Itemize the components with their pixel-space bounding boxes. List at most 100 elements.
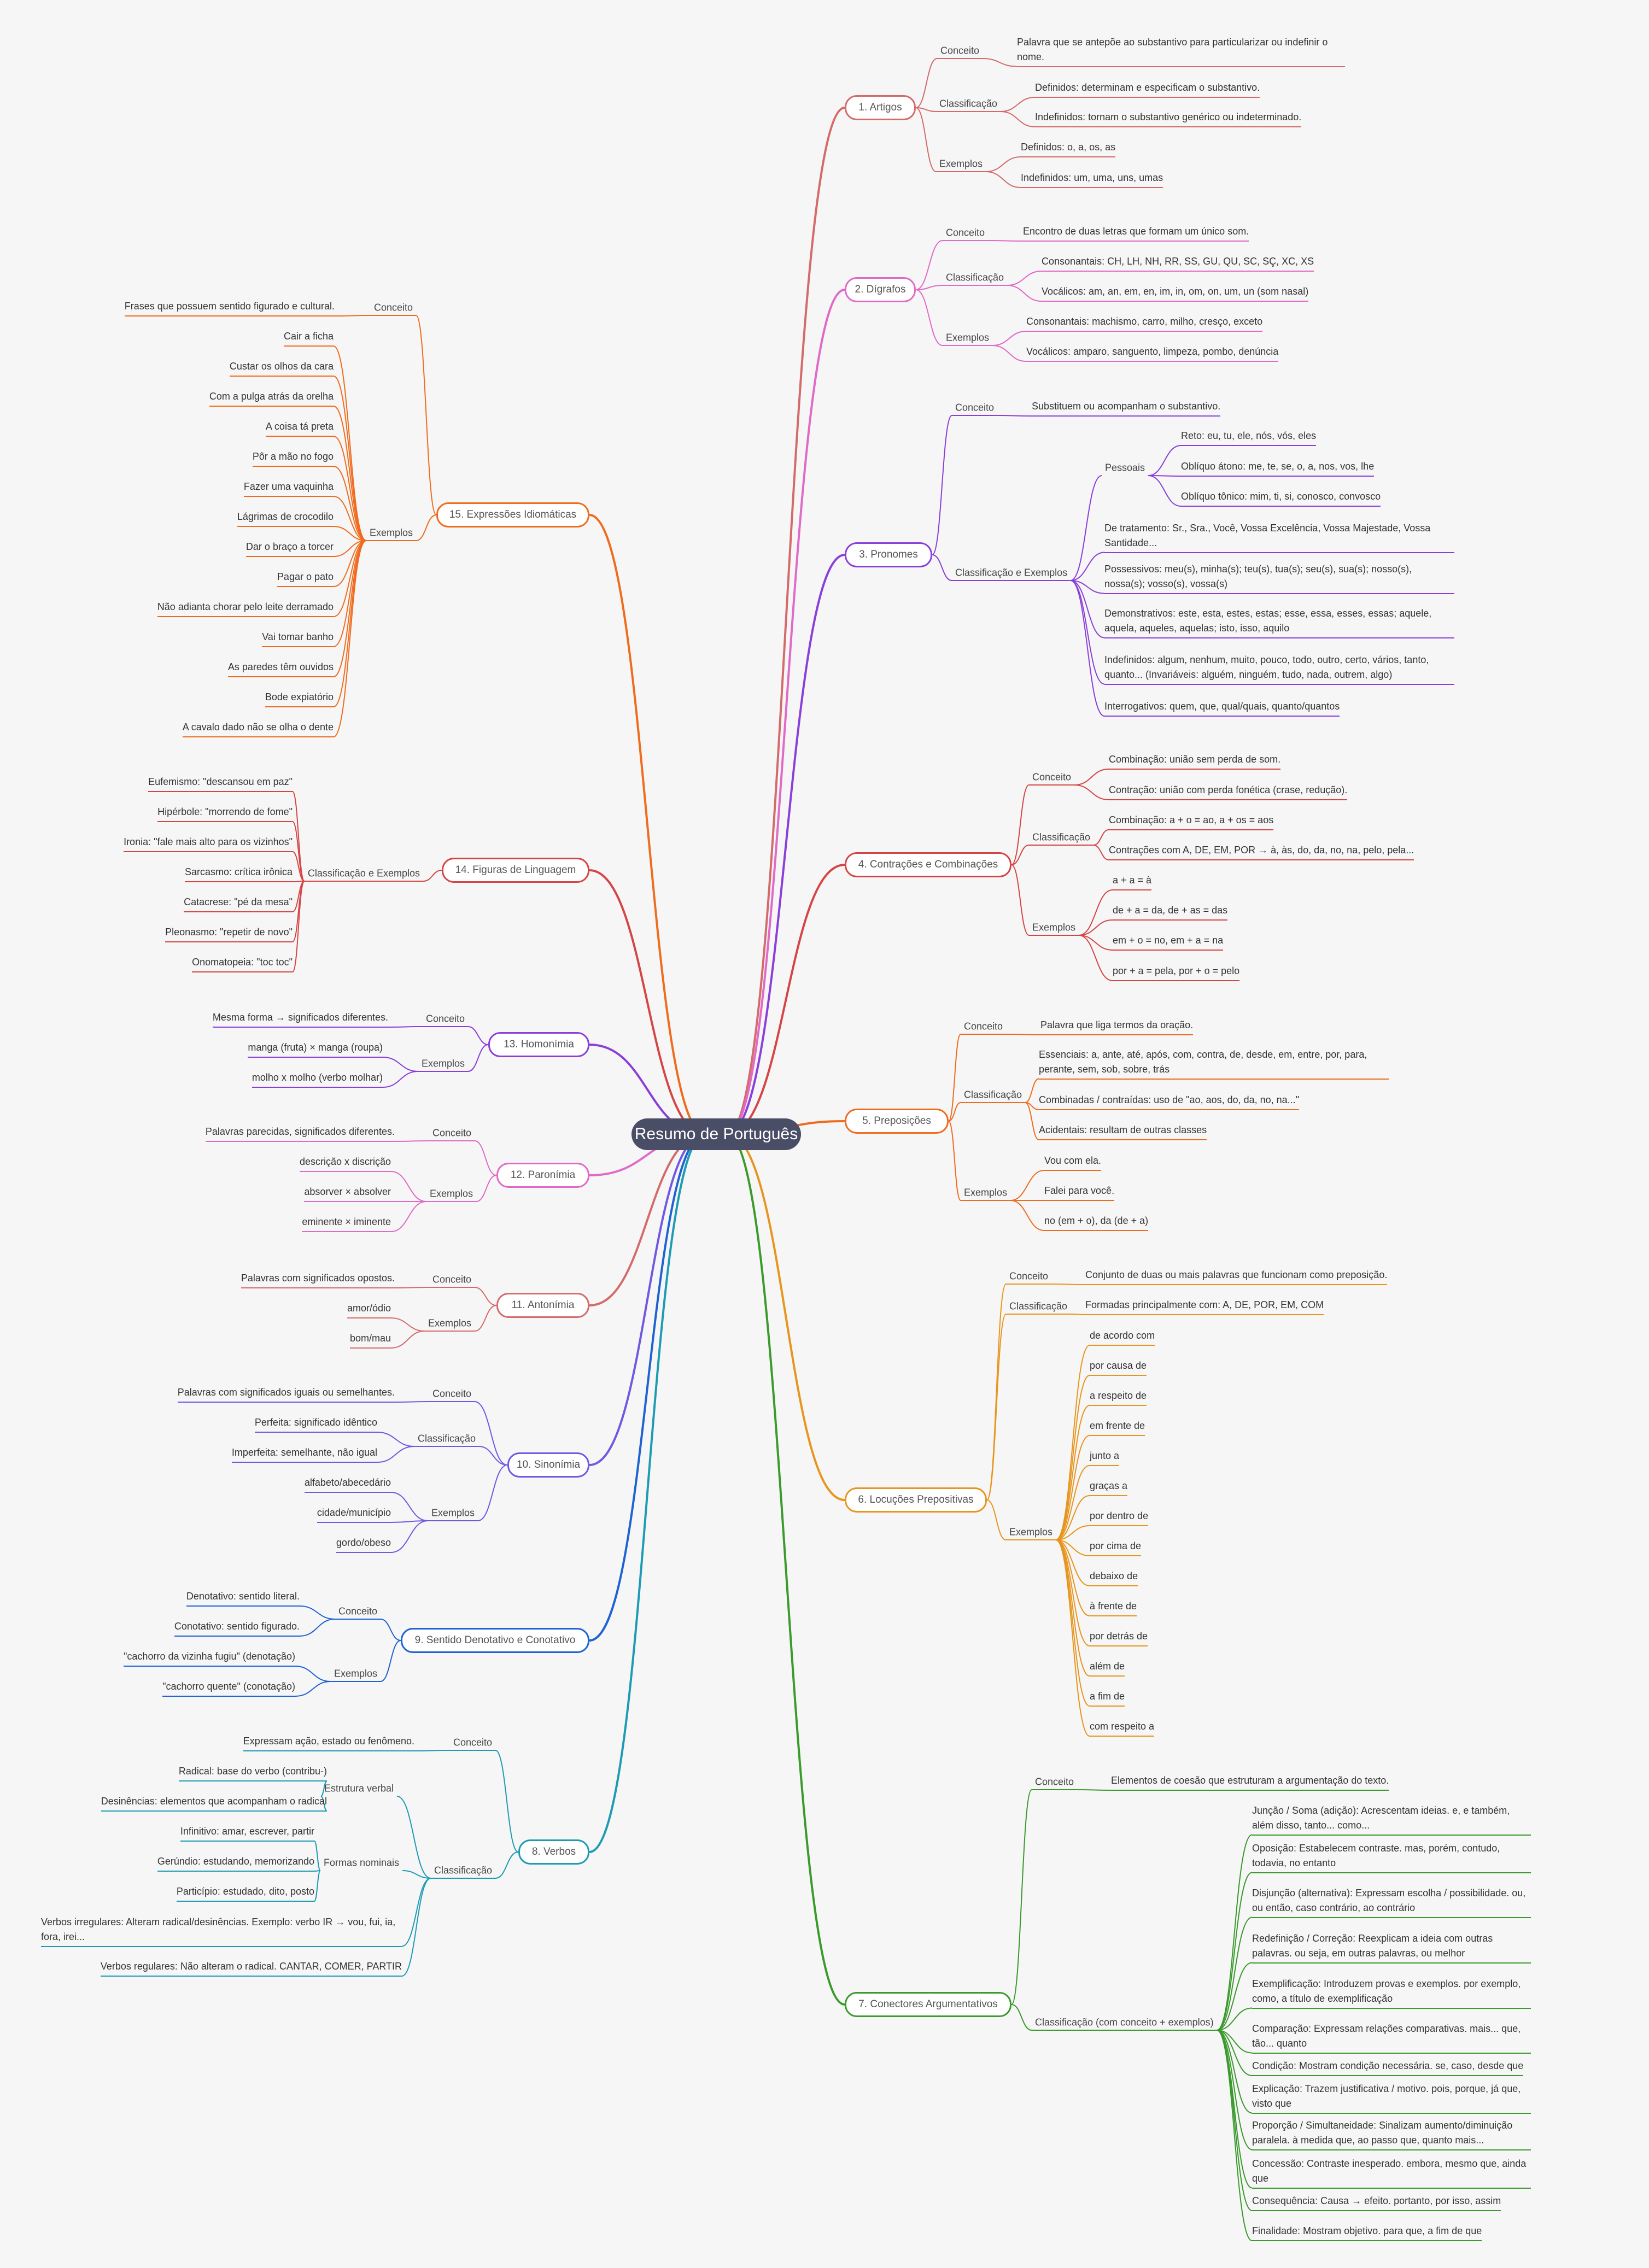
leaf-b10-2-0: alfabeto/abecedário <box>304 1475 391 1493</box>
group-line-b12-0 <box>474 1140 497 1176</box>
topic-b10[interactable]: 10. Sinonímia <box>507 1452 589 1478</box>
leaf-b15-1-4: Pôr a mão no fogo <box>252 449 334 467</box>
branch-line-b14 <box>589 869 706 1135</box>
leaf-b2-2-1: Vocálicos: amparo, sanguento, limpeza, p… <box>1026 344 1279 362</box>
leaf-line-b14-0-2 <box>292 851 305 882</box>
leaf-line-b7-1-8 <box>1217 2030 1253 2150</box>
subgroup-line-b3-1-0 <box>1070 475 1102 581</box>
subgroup-label-b3-1-0: Pessoais <box>1105 462 1145 473</box>
topic-b5[interactable]: 5. Preposições <box>845 1109 949 1134</box>
leaf-b8-1-1: Verbos regulares: Não alteram o radical.… <box>100 1959 402 1977</box>
leaf-line-b3-1-3 <box>1070 580 1105 685</box>
leaf-line-b1-1-1 <box>1001 111 1036 127</box>
leaf-line-b3-1-0-0 <box>1148 445 1182 476</box>
leaf-b5-2-1: Falei para você. <box>1044 1183 1115 1201</box>
leaf-line-b15-1-1 <box>333 376 367 541</box>
topic-b14[interactable]: 14. Figuras de Linguagem <box>442 858 589 883</box>
branch-line-b4 <box>727 864 845 1135</box>
leaf-line-b6-2-5 <box>1055 1495 1090 1540</box>
group-label-b8-1: Classificação <box>434 1865 492 1876</box>
leaf-b3-1-0: De tratamento: Sr., Sra., Você, Vossa Ex… <box>1104 521 1454 553</box>
leaf-b6-0-0: Conjunto de duas ou mais palavras que fu… <box>1085 1268 1388 1285</box>
leaf-b7-1-3: Redefinição / Correção: Reexplicam a ide… <box>1252 1931 1531 1964</box>
topic-b7[interactable]: 7. Conectores Argumentativos <box>845 1992 1011 2017</box>
group-line-b2-2 <box>915 289 943 346</box>
leaf-b14-0-0: Eufemismo: "descansou em paz" <box>148 775 293 792</box>
topic-b9[interactable]: 9. Sentido Denotativo e Conotativo <box>401 1628 589 1653</box>
leaf-b3-1-2: Demonstrativos: este, esta, estes, estas… <box>1104 606 1454 638</box>
leaf-line-b7-1-1 <box>1217 1872 1253 2031</box>
group-line-b10-0 <box>474 1401 508 1466</box>
leaf-line-b6-2-6 <box>1056 1525 1090 1540</box>
leaf-line-b15-1-8 <box>333 540 367 587</box>
topic-b12[interactable]: 12. Paronímia <box>496 1163 589 1188</box>
topic-b2[interactable]: 2. Dígrafos <box>845 277 916 302</box>
leaf-line-b8-0-0 <box>414 1750 450 1751</box>
leaf-b7-1-4: Exemplificação: Introduzem provas e exem… <box>1252 1977 1531 2009</box>
leaf-b2-1-0: Consonantais: CH, LH, NH, RR, SS, GU, QU… <box>1042 254 1314 272</box>
group-label-b3-0: Conceito <box>955 402 995 413</box>
leaf-line-b15-0-0 <box>334 315 371 317</box>
leaf-line-b3-0-0 <box>997 415 1032 417</box>
leaf-line-b11-1-0 <box>390 1317 425 1332</box>
leaf-line-b15-1-5 <box>333 496 367 541</box>
leaf-b15-1-7: Dar o braço a torcer <box>245 540 334 557</box>
group-label-b6-2: Exemplos <box>1009 1526 1053 1538</box>
leaf-line-b3-1-4 <box>1070 580 1105 717</box>
leaf-line-b7-1-4 <box>1217 2007 1253 2031</box>
leaf-line-b4-2-1 <box>1079 919 1113 936</box>
topic-b4[interactable]: 4. Contrações e Combinações <box>845 852 1011 877</box>
leaf-line-b6-2-7 <box>1056 1539 1090 1556</box>
topic-b8[interactable]: 8. Verbos <box>518 1839 589 1865</box>
leaf-line-b6-2-11 <box>1055 1539 1090 1677</box>
group-line-b5-0 <box>948 1034 961 1122</box>
leaf-b7-0-0: Elementos de coesão que estruturam a arg… <box>1111 1773 1389 1791</box>
leaf-b4-2-0: a + a = à <box>1113 873 1152 890</box>
leaf-line-b15-1-6 <box>333 526 366 541</box>
leaf-b5-2-2: no (em + o), da (de + a) <box>1044 1214 1149 1231</box>
topic-b1[interactable]: 1. Artigos <box>845 95 916 120</box>
leaf-b8-1-1-1: Gerúndio: estudando, memorizando <box>157 1854 314 1872</box>
topic-b11[interactable]: 11. Antonímia <box>496 1293 589 1318</box>
group-label-b2-0: Conceito <box>946 227 985 238</box>
topic-b13[interactable]: 13. Homonímia <box>488 1032 589 1057</box>
leaf-b6-2-1: por causa de <box>1090 1358 1147 1376</box>
leaf-line-b4-1-1 <box>1093 845 1109 860</box>
leaf-b3-1-1: Possessivos: meu(s), minha(s); teu(s), t… <box>1104 562 1454 594</box>
leaf-b4-2-2: em + o = no, em + a = na <box>1113 933 1224 951</box>
group-label-b4-2: Exemplos <box>1032 922 1076 933</box>
group-line-b10-2 <box>477 1464 508 1521</box>
leaf-line-b15-1-0 <box>333 345 367 541</box>
group-label-b11-1: Exemplos <box>428 1317 471 1329</box>
leaf-b15-1-3: A coisa tá preta <box>265 419 334 437</box>
leaf-b8-1-1-2: Particípio: estudado, dito, posto <box>176 1884 314 1902</box>
topic-b3[interactable]: 3. Pronomes <box>845 542 932 567</box>
leaf-line-b6-2-13 <box>1055 1539 1090 1737</box>
leaf-line-b2-1-0 <box>1007 271 1042 286</box>
leaf-line-b2-1-1 <box>1007 285 1042 302</box>
leaf-line-b12-1-0 <box>390 1171 427 1202</box>
branch-line-b10 <box>589 1133 706 1466</box>
branch-line-b3 <box>727 554 845 1135</box>
topic-b6[interactable]: 6. Locuções Prepositivas <box>845 1487 987 1513</box>
leaf-b11-1-1: bom/mau <box>349 1331 391 1349</box>
group-line-b3-1 <box>932 554 952 581</box>
leaf-line-b15-1-9 <box>333 540 367 617</box>
leaf-line-b10-1-1 <box>377 1446 414 1463</box>
leaf-b8-1-0-0: Radical: base do verbo (contribu-) <box>178 1764 327 1781</box>
subgroup-label-b8-1-0: Estrutura verbal <box>324 1783 394 1794</box>
leaf-b6-2-5: graças a <box>1090 1479 1128 1496</box>
leaf-line-b1-1-0 <box>1001 97 1036 112</box>
leaf-line-b6-2-1 <box>1055 1375 1090 1540</box>
leaf-b9-1-0: "cachorro da vizinha fugiu" (denotação) <box>124 1649 295 1667</box>
root-topic[interactable]: Resumo de Português <box>631 1118 801 1150</box>
leaf-b5-2-0: Vou com ela. <box>1044 1153 1102 1171</box>
group-label-b1-0: Conceito <box>940 45 980 56</box>
leaf-line-b2-2-1 <box>992 345 1027 362</box>
leaf-line-b7-1-2 <box>1217 1917 1253 2031</box>
leaf-line-b6-2-10 <box>1055 1539 1090 1646</box>
topic-b15[interactable]: 15. Expressões Idiomáticas <box>436 502 589 528</box>
leaf-b7-1-5: Comparação: Expressam relações comparati… <box>1252 2021 1531 2054</box>
